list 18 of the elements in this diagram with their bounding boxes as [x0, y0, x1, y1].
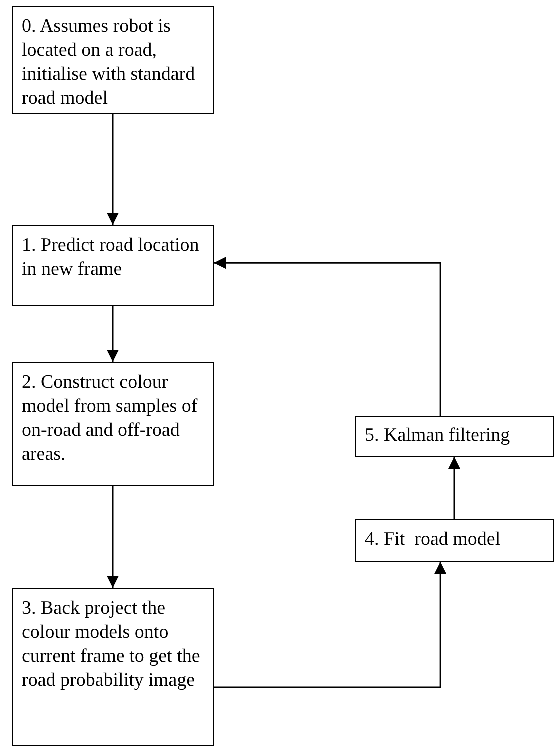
- arrow: [107, 486, 119, 588]
- step-text: 2. Construct colour model from samples of on-road and off-road areas.: [22, 371, 199, 467]
- arrow: [107, 306, 119, 362]
- step-text: 0. Assumes robot is located on a road, initialise with standard road model: [22, 15, 196, 111]
- process-box: [12, 225, 214, 306]
- process-box: [12, 588, 214, 746]
- process-box: [12, 6, 214, 114]
- arrow: [214, 257, 442, 416]
- step-text: 3. Back project the colour models onto current frame to get the road probability image: [22, 597, 202, 693]
- step-text: 4. Fit road model: [365, 528, 502, 552]
- step-text: 1. Predict road location in new frame: [22, 234, 200, 282]
- process-box: [355, 519, 554, 562]
- step-text: 5. Kalman filtering: [365, 424, 512, 448]
- arrow: [448, 457, 460, 519]
- arrow: [214, 562, 447, 688]
- process-box: [355, 416, 554, 457]
- arrow: [107, 114, 119, 225]
- process-box: [12, 362, 214, 486]
